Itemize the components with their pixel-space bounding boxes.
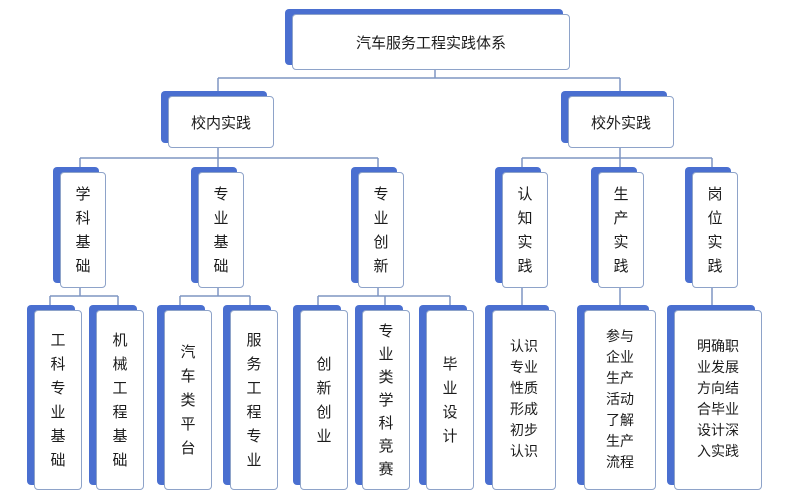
leaf-node: 毕 业 设 计 (426, 310, 474, 490)
leaf-label: 明确职 业发展 方向结 合毕业 设计深 入实践 (697, 339, 739, 460)
leaf-label: 认识 专业 性质 形成 初步 认识 (510, 339, 538, 460)
leaf-label: 参与 企业 生产 活动 了解 生产 流程 (606, 328, 634, 471)
leaf-label: 工 科 专 业 基 础 (50, 331, 66, 469)
leaf-label: 机 械 工 程 基 础 (112, 331, 128, 469)
branch-label: 校内实践 (190, 113, 251, 132)
category-label: 岗 位 实 践 (707, 185, 723, 275)
leaf-label: 汽 车 类 平 台 (180, 343, 196, 457)
leaf-label: 创 新 创 业 (316, 355, 332, 445)
category-node-cognitive-practice: 认 知 实 践 (502, 172, 548, 288)
category-node-major-innovation: 专 业 创 新 (358, 172, 404, 288)
branch-node-offcampus: 校外实践 (568, 96, 674, 148)
leaf-node: 明确职 业发展 方向结 合毕业 设计深 入实践 (674, 310, 762, 490)
leaf-node: 机 械 工 程 基 础 (96, 310, 144, 490)
leaf-label: 毕 业 设 计 (442, 355, 458, 445)
category-label: 学 科 基 础 (75, 185, 91, 275)
category-label: 专 业 创 新 (373, 185, 389, 275)
root-node: 汽车服务工程实践体系 (292, 14, 570, 70)
leaf-node: 认识 专业 性质 形成 初步 认识 (492, 310, 556, 490)
category-label: 认 知 实 践 (517, 185, 533, 275)
leaf-node: 专 业 类 学 科 竞 赛 (362, 310, 410, 490)
category-label: 生 产 实 践 (613, 185, 629, 275)
leaf-node: 汽 车 类 平 台 (164, 310, 212, 490)
leaf-label: 服 务 工 程 专 业 (246, 331, 262, 469)
category-label: 专 业 基 础 (213, 185, 229, 275)
leaf-node: 工 科 专 业 基 础 (34, 310, 82, 490)
category-node-subject-basics: 学 科 基 础 (60, 172, 106, 288)
leaf-label: 专 业 类 学 科 竞 赛 (378, 321, 394, 478)
leaf-node: 参与 企业 生产 活动 了解 生产 流程 (584, 310, 656, 490)
branch-node-campus: 校内实践 (168, 96, 274, 148)
category-node-production-practice: 生 产 实 践 (598, 172, 644, 288)
category-node-major-basics: 专 业 基 础 (198, 172, 244, 288)
category-node-job-practice: 岗 位 实 践 (692, 172, 738, 288)
leaf-node: 创 新 创 业 (300, 310, 348, 490)
root-label: 汽车服务工程实践体系 (355, 33, 506, 52)
branch-label: 校外实践 (590, 113, 651, 132)
leaf-node: 服 务 工 程 专 业 (230, 310, 278, 490)
